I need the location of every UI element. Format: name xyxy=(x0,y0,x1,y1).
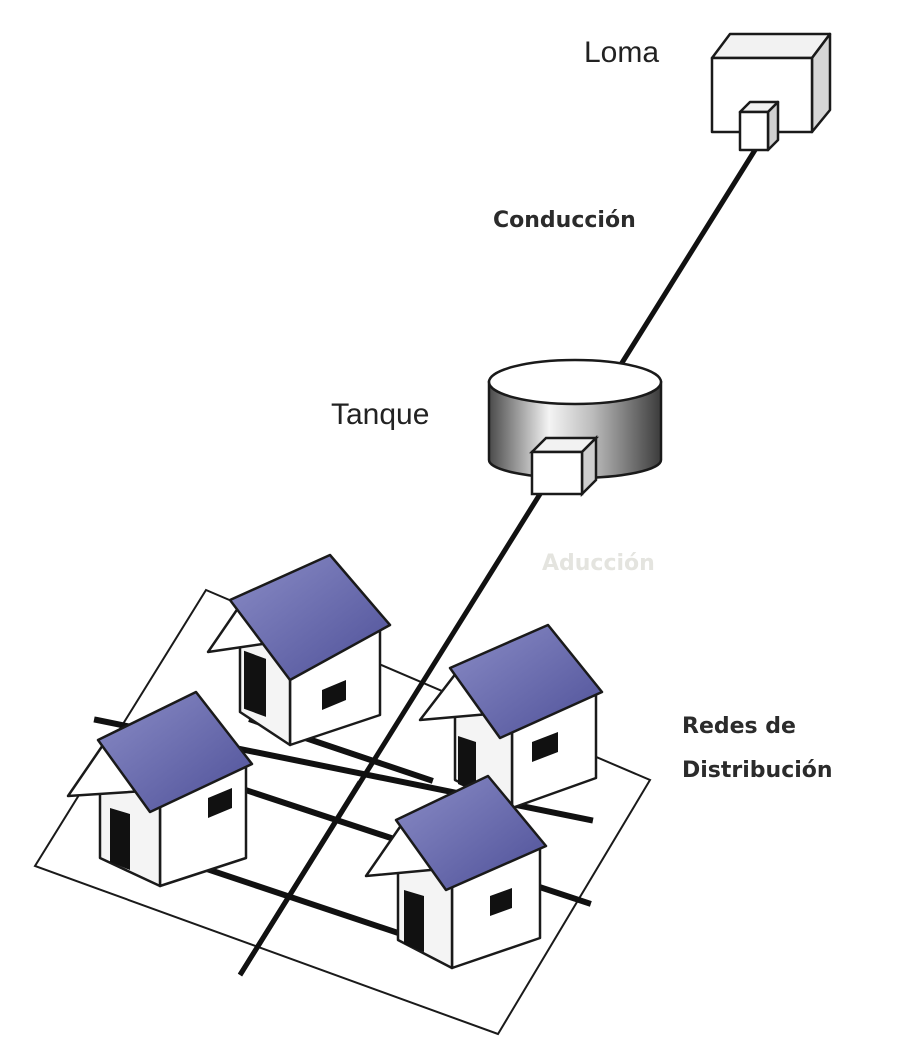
conduccion-pipe xyxy=(617,140,763,368)
redes-label-line1: Redes de xyxy=(682,714,796,739)
tanque-cylinder xyxy=(487,358,663,498)
aduccion-pipe-front xyxy=(237,780,363,977)
loma-box xyxy=(710,32,832,152)
house xyxy=(66,690,254,888)
redes-label-line2: Distribución xyxy=(682,758,833,783)
tanque-outlet-box xyxy=(528,434,600,498)
conduccion-label: Conducción xyxy=(493,208,636,233)
house xyxy=(418,623,604,810)
tanque-label: Tanque xyxy=(331,398,430,431)
loma-label: Loma xyxy=(584,36,660,69)
aduccion-label: Aducción xyxy=(542,551,655,576)
house xyxy=(206,553,392,747)
house xyxy=(364,774,548,970)
